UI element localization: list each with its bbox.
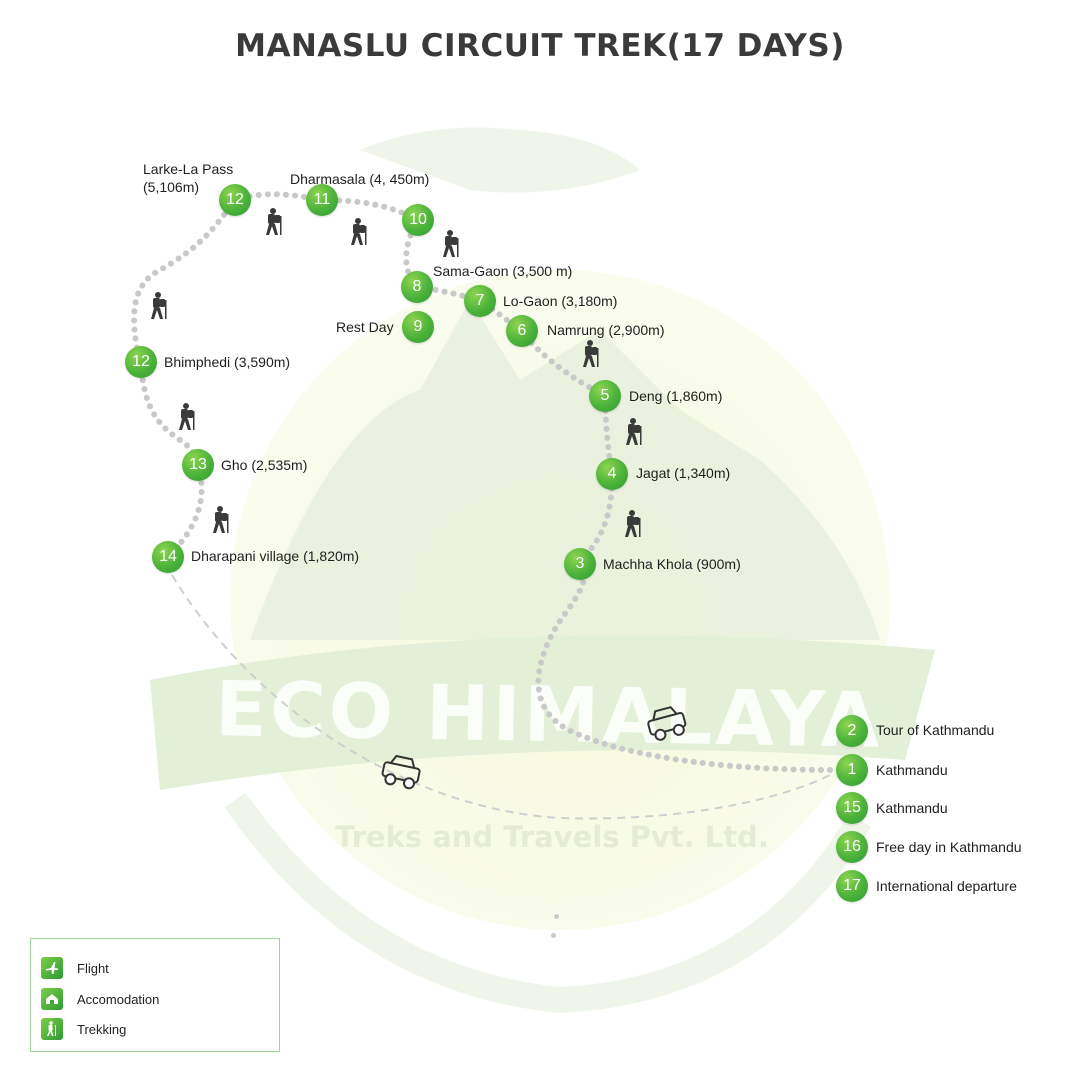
stop-marker-12-bhimphedi: 12 (125, 346, 157, 378)
legend-label: Accomodation (77, 991, 160, 1007)
legend-item-accommodation: Accomodation (41, 988, 159, 1010)
hiker-icon (351, 218, 367, 245)
stop-marker-4: 4 (596, 458, 628, 490)
hiker-icon (443, 230, 459, 257)
stop-marker-16: 16 (836, 831, 868, 863)
hiker-icon (213, 506, 229, 533)
stop-label-rest-day: Rest Day (336, 319, 394, 335)
stop-marker-6: 6 (506, 315, 538, 347)
stop-label-sama-gaon: Sama-Gaon (3,500 m) (433, 263, 573, 279)
stop-label-tour-kathmandu: Tour of Kathmandu (876, 722, 995, 738)
jeep-icon (381, 754, 421, 790)
stop-label-kathmandu-1: Kathmandu (876, 762, 948, 778)
stop-label-departure: International departure (876, 878, 1017, 894)
jeep-icon (647, 706, 687, 741)
stop-marker-12-larke: 12 (219, 184, 251, 216)
stop-marker-15: 15 (836, 792, 868, 824)
stop-label-larke-line2: (5,106m) (143, 179, 200, 195)
stop-label-jagat: Jagat (1,340m) (636, 465, 731, 481)
decor-dot (554, 914, 559, 919)
stop-label-deng: Deng (1,860m) (629, 388, 723, 404)
hiker-icon (179, 403, 195, 430)
hiker-icon (625, 510, 641, 537)
hiker-icon (41, 1018, 63, 1040)
legend-item-trekking: Trekking (41, 1018, 126, 1040)
stop-marker-10: 10 (402, 204, 434, 236)
legend-box: Flight Accomodation Trekking (30, 938, 280, 1052)
hiker-icon (151, 292, 167, 319)
stop-marker-8: 8 (401, 271, 433, 303)
stop-marker-11: 11 (306, 184, 338, 216)
stop-label-lo-gaon: Lo-Gaon (3,180m) (503, 293, 618, 309)
page-title: MANASLU CIRCUIT TREK(17 DAYS) (235, 28, 845, 64)
hiker-icon (626, 418, 642, 445)
trek-path (535, 562, 833, 773)
legend-label: Flight (77, 960, 109, 976)
stop-label-bhimphedi: Bhimphedi (3,590m) (164, 354, 291, 370)
stop-marker-5: 5 (589, 380, 621, 412)
stop-label-gho: Gho (2,535m) (221, 457, 308, 473)
legend-item-flight: Flight (41, 957, 109, 979)
drive-path (171, 574, 831, 820)
stop-marker-7: 7 (464, 285, 496, 317)
watermark-tagline: Treks and Travels Pvt. Ltd. (335, 820, 769, 854)
stop-label-larke-line1: Larke-La Pass (143, 161, 234, 177)
stop-marker-13: 13 (182, 449, 214, 481)
stop-label-free-day: Free day in Kathmandu (876, 839, 1022, 855)
stop-label-kathmandu-15: Kathmandu (876, 800, 948, 816)
stop-marker-17: 17 (836, 870, 868, 902)
stop-marker-3: 3 (564, 548, 596, 580)
legend-label: Trekking (77, 1021, 127, 1037)
hiker-icon (583, 340, 599, 367)
stop-marker-2: 2 (836, 715, 868, 747)
stop-label-namrung: Namrung (2,900m) (547, 322, 665, 338)
airplane-icon (41, 957, 63, 979)
stop-marker-14: 14 (152, 541, 184, 573)
stop-label-dharapani: Dharapani village (1,820m) (191, 548, 360, 564)
stop-marker-9: 9 (402, 311, 434, 343)
decor-dot (551, 933, 556, 938)
hiker-icon (266, 208, 282, 235)
stop-label-dharmasala: Dharmasala (4, 450m) (290, 171, 430, 187)
house-icon (41, 988, 63, 1010)
trek-path (131, 197, 238, 365)
stop-label-machha-khola: Machha Khola (900m) (603, 556, 741, 572)
stop-marker-1: 1 (836, 754, 868, 786)
